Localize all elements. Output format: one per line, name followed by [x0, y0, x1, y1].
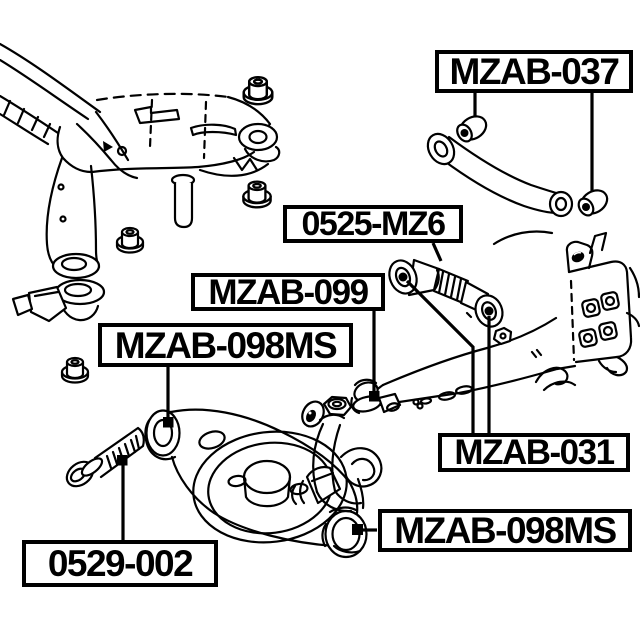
- callout-marker-dot: [398, 272, 408, 282]
- part-label-mzab-031: MZAB-031: [438, 433, 630, 472]
- part-label-mzab-098ms-lower: MZAB-098MS: [378, 509, 632, 552]
- callout-leader-lines: [117, 93, 594, 540]
- callout-marker-dot: [484, 306, 494, 316]
- part-label-mzab-099: MZAB-099: [191, 273, 385, 311]
- arm-bushing-099-art: [301, 378, 402, 428]
- callout-marker-dot: [582, 203, 590, 211]
- callout-marker-square: [369, 391, 380, 402]
- part-label-mzab-037: MZAB-037: [435, 50, 633, 93]
- callout-marker-dot: [460, 129, 469, 137]
- camber-link-art: [426, 115, 609, 218]
- part-label-mzab-098ms-upper: MZAB-098MS: [98, 323, 353, 367]
- bolt-art: [65, 426, 145, 488]
- trailing-arm-art: [364, 230, 640, 410]
- lateral-rod-art: [388, 258, 504, 328]
- callout-marker-square: [163, 417, 174, 428]
- subframe-crossmember-art: [0, 42, 281, 323]
- callout-marker-square: [117, 455, 128, 466]
- part-label-0525-mz6: 0525-MZ6: [283, 205, 463, 243]
- part-label-0529-002: 0529-002: [22, 540, 218, 587]
- callout-marker-square: [352, 524, 363, 535]
- knuckle-bracket-art: [291, 413, 383, 513]
